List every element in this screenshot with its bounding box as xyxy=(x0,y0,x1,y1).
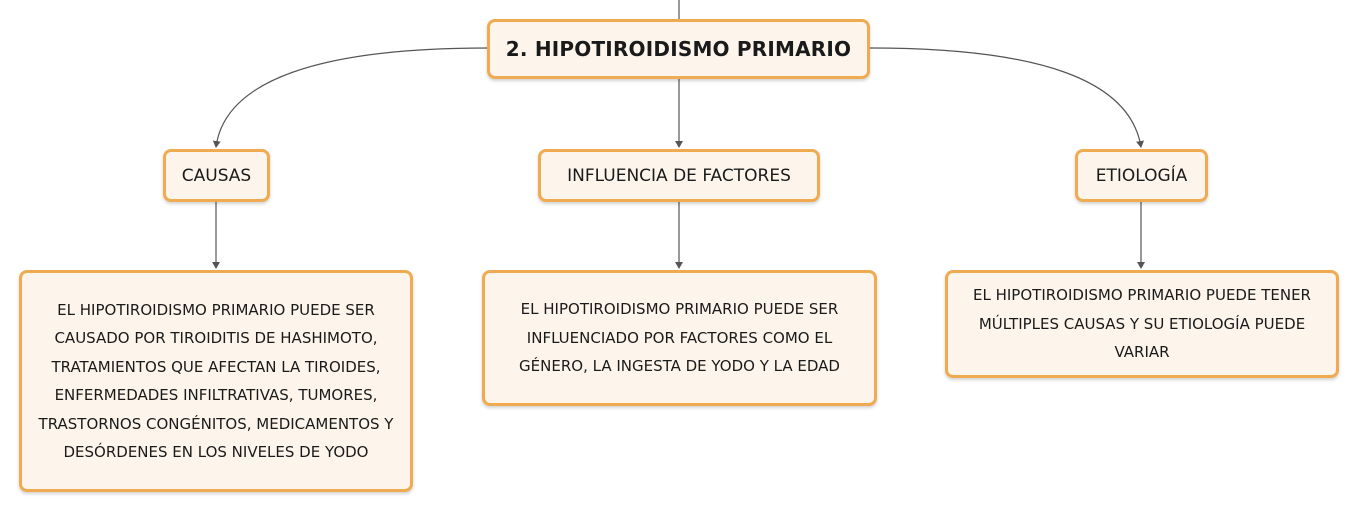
node-etiologia[interactable]: ETIOLOGÍA xyxy=(1075,149,1208,202)
detail-etiologia-text: EL HIPOTIROIDISMO PRIMARIO PUEDE TENER M… xyxy=(973,286,1311,362)
node-causas[interactable]: CAUSAS xyxy=(163,149,270,202)
detail-influencia-text: EL HIPOTIROIDISMO PRIMARIO PUEDE SER INF… xyxy=(519,300,840,376)
detail-node-etiologia[interactable]: EL HIPOTIROIDISMO PRIMARIO PUEDE TENER M… xyxy=(945,270,1339,378)
node-causas-label: CAUSAS xyxy=(181,165,252,186)
detail-node-influencia[interactable]: EL HIPOTIROIDISMO PRIMARIO PUEDE SER INF… xyxy=(482,270,877,406)
detail-causas-text: EL HIPOTIROIDISMO PRIMARIO PUEDE SER CAU… xyxy=(38,300,394,462)
node-influencia-label: INFLUENCIA DE FACTORES xyxy=(567,165,791,186)
node-influencia-de-factores[interactable]: INFLUENCIA DE FACTORES xyxy=(538,149,820,202)
connector-root-causas xyxy=(212,47,488,148)
detail-node-causas[interactable]: EL HIPOTIROIDISMO PRIMARIO PUEDE SER CAU… xyxy=(19,270,413,492)
node-etiologia-label: ETIOLOGÍA xyxy=(1095,165,1188,186)
connector-root-etiologia xyxy=(869,47,1144,148)
root-node[interactable]: 2. HIPOTIROIDISMO PRIMARIO xyxy=(487,19,870,79)
root-node-label: 2. HIPOTIROIDISMO PRIMARIO xyxy=(505,37,852,61)
